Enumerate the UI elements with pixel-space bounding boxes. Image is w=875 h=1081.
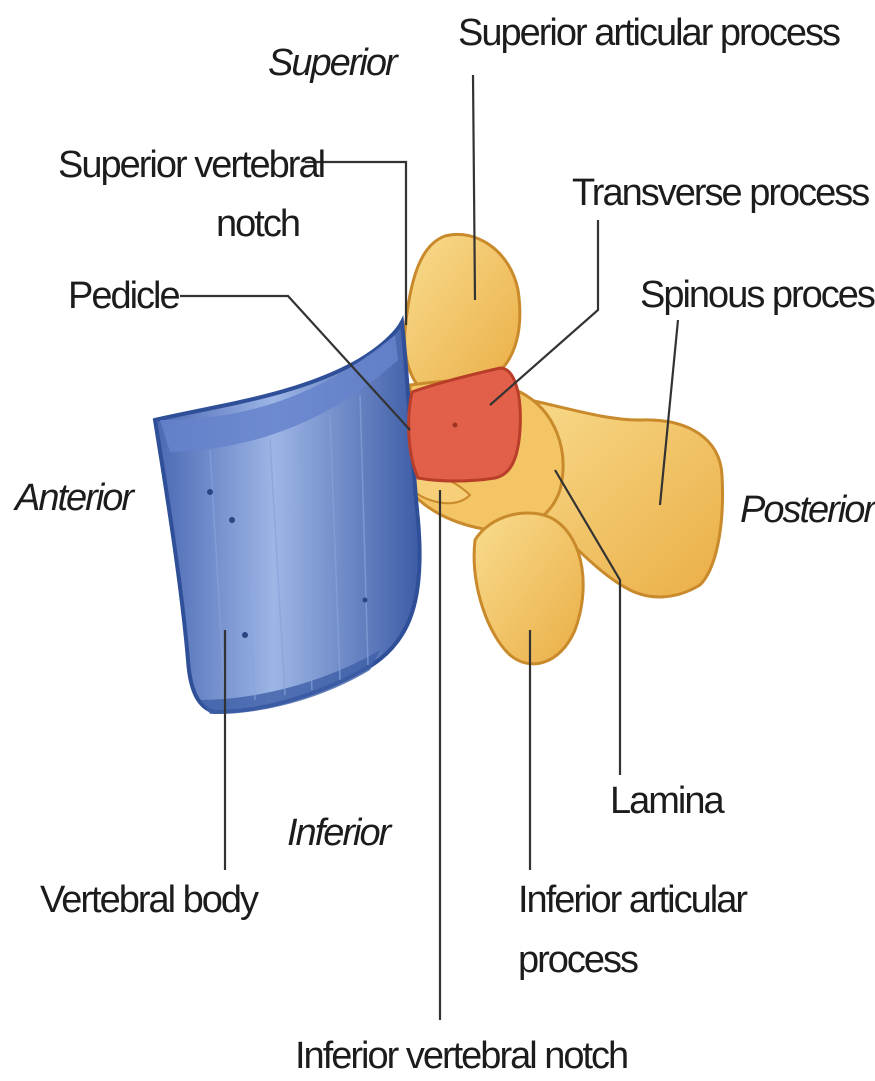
vertebral-body-label: Vertebral body	[40, 879, 259, 921]
inferior-articular-process	[474, 513, 583, 664]
lamina-label: Lamina	[610, 780, 725, 822]
superior-articular-process-label: Superior articular process	[458, 12, 840, 54]
inferior-articular-process-label-line2: process	[518, 939, 638, 981]
superior-label: Superior	[268, 42, 399, 84]
pedicle-label: Pedicle	[68, 275, 179, 317]
spinous-process-label: Spinous process	[640, 274, 875, 316]
superior-vertebral-notch-label-line2: notch	[216, 203, 299, 245]
inferior-vertebral-notch-label: Inferior vertebral notch	[295, 1035, 627, 1077]
inferior-articular-process-label-line1: Inferior articular	[518, 879, 748, 921]
transverse-process-label: Transverse process	[572, 172, 869, 214]
superior-vertebral-notch-label-line1: Superior vertebral	[58, 144, 324, 186]
posterior-label: Posterior	[740, 489, 875, 531]
anterior-label: Anterior	[13, 477, 135, 519]
vertebral-body-shape	[155, 322, 420, 714]
inferior-label: Inferior	[287, 812, 393, 854]
